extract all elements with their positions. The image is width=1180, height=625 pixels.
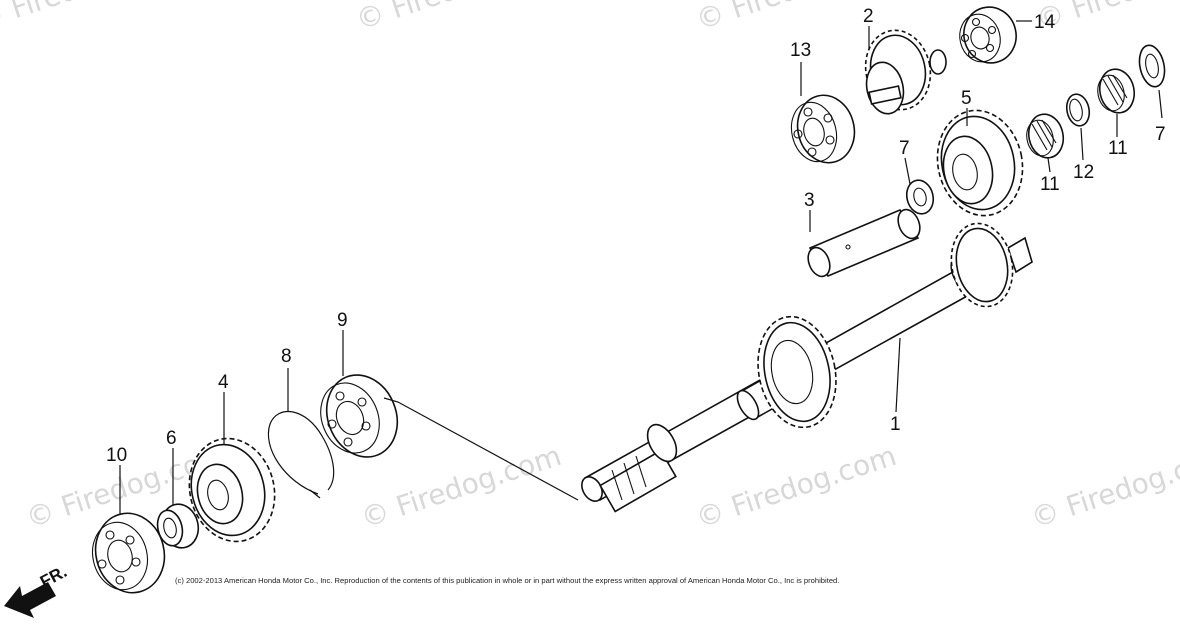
direction-arrow-icon: [4, 582, 56, 618]
watermark-8: © Firedog.com: [1027, 439, 1180, 535]
callout-12: 12: [1073, 162, 1094, 183]
bearing-part-14: [959, 6, 1017, 64]
callout-9: 9: [337, 310, 348, 331]
callout-10: 10: [106, 445, 127, 466]
gear-part-2: [864, 29, 947, 115]
watermark-2: © Firedog.com: [352, 0, 560, 37]
callout-2: 2: [863, 6, 874, 27]
callout-11-right: 11: [1108, 138, 1128, 159]
front-direction-indicator: FR.: [4, 562, 70, 618]
shaft-gear-large: [757, 315, 837, 429]
bearing-part-13: [790, 94, 856, 164]
callout-11-left: 11: [1040, 174, 1060, 195]
gear-part-5: [936, 109, 1024, 217]
needle-bearing-part-11-right: [1097, 68, 1136, 114]
callout-4: 4: [218, 372, 229, 393]
washer-part-7-right: [1138, 44, 1166, 88]
callout-1: 1: [890, 414, 901, 435]
watermark-6: © Firedog.com: [357, 439, 565, 535]
callout-5: 5: [961, 88, 972, 109]
leader-lines: [119, 20, 1163, 514]
watermark-7: © Firedog.com: [692, 439, 900, 535]
collar-part-6: [156, 503, 200, 549]
needle-bearing-part-11-left: [1026, 113, 1065, 159]
callout-8: 8: [281, 346, 292, 367]
ring-part-12: [1065, 93, 1091, 127]
callout-7-middle: 7: [899, 138, 910, 159]
callout-13: 13: [790, 40, 811, 61]
bearing-part-9: [320, 374, 399, 458]
callout-3: 3: [804, 190, 815, 211]
bearing-part-10: [91, 512, 166, 594]
callout-layer: 1 2 3 4 5 6 7 7 8 9 10 11 11 12 13 14: [106, 6, 1166, 466]
copyright-notice: (c) 2002-2013 American Honda Motor Co., …: [175, 576, 839, 585]
shaft-gear-small: [950, 222, 1014, 308]
callout-6: 6: [166, 428, 177, 449]
callout-14: 14: [1034, 12, 1056, 33]
watermark-1: © Firedog.com: [0, 0, 180, 37]
pin-part-3: [807, 208, 921, 278]
gear-part-4: [188, 437, 276, 543]
assembly-line: [383, 397, 579, 501]
circlip-part-8: [267, 410, 335, 499]
washer-part-7-middle: [905, 179, 935, 215]
callout-7-right: 7: [1155, 124, 1166, 145]
